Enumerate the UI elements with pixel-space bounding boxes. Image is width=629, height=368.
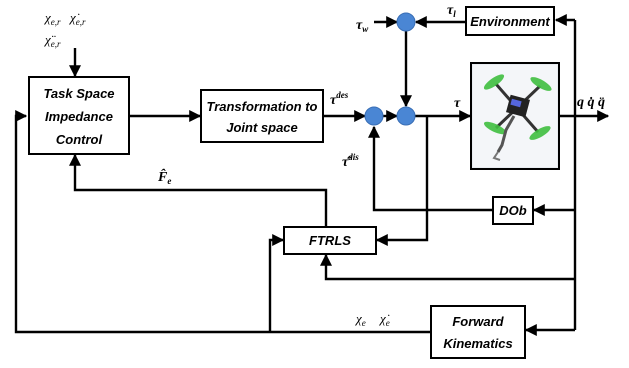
transformation-block: Transformation to Joint space [200, 89, 324, 143]
environment-block: Environment [465, 6, 555, 36]
dob-to-sum1-arrow [368, 125, 492, 212]
force-estimate-label: F̂e [157, 168, 171, 186]
impedance-block: Task Space Impedance Control [28, 76, 130, 155]
summing-junction-2 [396, 106, 416, 126]
chi-e-dot-label: χ̇e [378, 311, 390, 328]
ref-velocity-label: χ̇e,r [68, 10, 86, 27]
chi-e-label: χe [354, 311, 366, 328]
tau-to-ftrls-arrow [375, 116, 429, 246]
tau-w-label: τw [356, 18, 369, 34]
tau-l-label: τl [447, 3, 456, 19]
output-label: q q̇ q̈ [577, 95, 605, 110]
aerial-manipulator-image [470, 62, 560, 170]
ref-position-label: χe,r [43, 10, 61, 27]
impedance-label-3: Control [56, 132, 103, 147]
bus-to-ftrls-arrow [320, 253, 575, 281]
dob-label: DOb [499, 203, 527, 218]
impedance-label-2: Impedance [45, 109, 113, 124]
signal-labels: χe,r χ̇e,r χ̈e,r τw τl τdes τ τ̂dis F̂e … [43, 3, 605, 328]
ftrls-block: FTRLS [283, 226, 377, 255]
summing-junctions [364, 12, 416, 126]
transformation-label-1: Transformation to [207, 99, 318, 114]
tau-des-label: τdes [330, 90, 349, 108]
ftrls-label: FTRLS [309, 233, 351, 248]
forward-kinematics-label-2: Kinematics [443, 336, 512, 351]
tau-label: τ [454, 96, 461, 111]
kinematics-feedback-arrow [14, 110, 430, 334]
forward-kinematics-block: Forward Kinematics [430, 305, 526, 359]
feedback-to-ftrls-arrow [268, 234, 285, 332]
summing-junction-3 [396, 12, 416, 32]
forward-kinematics-label-1: Forward [452, 314, 504, 329]
force-estimate-arrow [69, 153, 328, 226]
connections [14, 14, 610, 336]
transformation-label-2: Joint space [226, 120, 298, 135]
environment-label: Environment [470, 14, 550, 29]
impedance-label-1: Task Space [43, 86, 114, 101]
dob-block: DOb [492, 196, 534, 225]
ref-acceleration-label: χ̈e,r [43, 32, 61, 49]
summing-junction-1 [364, 106, 384, 126]
tau-dis-hat-label: τ̂dis [342, 152, 359, 170]
